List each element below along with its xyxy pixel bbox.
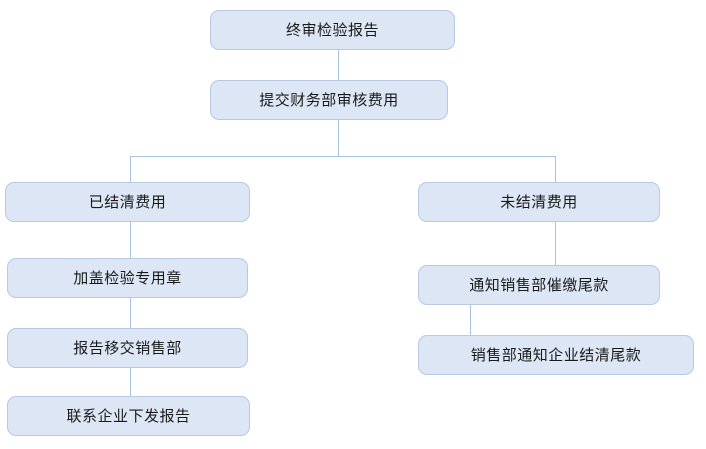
node-label: 通知销售部催缴尾款 [469,275,609,294]
connector-n1-n2 [338,50,339,80]
node-contact-enterprise-issue-report[interactable]: 联系企业下发报告 [7,396,250,436]
node-fee-settled[interactable]: 已结清费用 [5,182,250,222]
connector-n7-n8 [555,222,556,265]
node-fee-unsettled[interactable]: 未结清费用 [418,182,660,222]
node-transfer-report-to-sales[interactable]: 报告移交销售部 [7,328,248,368]
connector-n5-n6 [130,368,131,396]
node-submit-finance-review-fee[interactable]: 提交财务部审核费用 [210,80,448,120]
node-label: 联系企业下发报告 [66,406,191,425]
node-label: 加盖检验专用章 [73,268,182,287]
node-label: 报告移交销售部 [73,338,182,357]
node-label: 提交财务部审核费用 [259,90,399,109]
node-label: 销售部通知企业结清尾款 [470,345,642,364]
connector-n4-n5 [130,298,131,328]
connector-n3-n4 [130,222,131,258]
node-label: 未结清费用 [500,192,578,211]
node-affix-inspection-seal[interactable]: 加盖检验专用章 [7,258,248,298]
node-final-inspection-report[interactable]: 终审检验报告 [210,10,455,50]
connector-n2-stem [338,120,339,156]
node-label: 已结清费用 [88,192,167,211]
node-sales-notify-enterprise-settle-balance[interactable]: 销售部通知企业结清尾款 [418,335,694,375]
node-label: 终审检验报告 [285,20,379,39]
connector-branch-bar [130,156,556,157]
connector-n8-n9 [470,305,471,335]
connector-branch-right-drop [555,156,556,182]
node-notify-sales-collect-balance[interactable]: 通知销售部催缴尾款 [418,265,660,305]
connector-branch-left-drop [130,156,131,182]
